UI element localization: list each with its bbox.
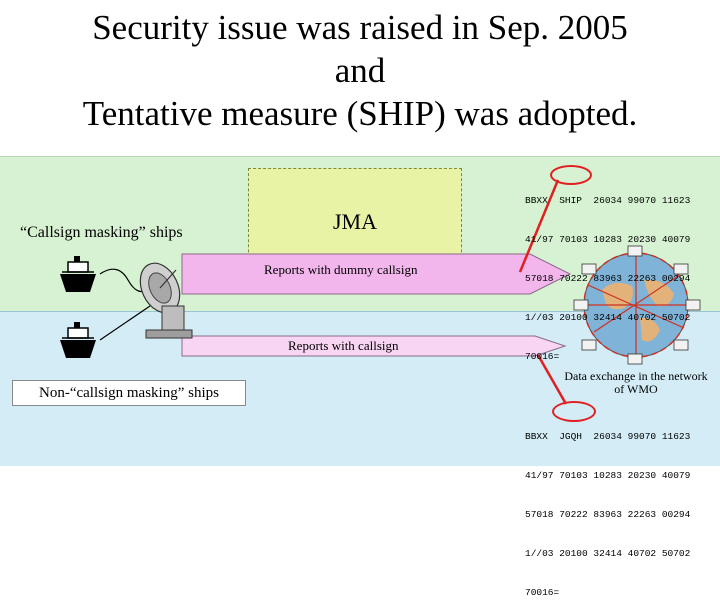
report-top-line: 41/97 70103 10283 20230 40079 — [525, 234, 691, 245]
highlight-line-bottom — [536, 354, 568, 405]
callsign-highlight-bottom — [552, 401, 596, 422]
signal-path-bottom — [99, 305, 151, 341]
ship-icon — [60, 322, 96, 358]
report-bottom-line: 41/97 70103 10283 20230 40079 — [525, 470, 691, 481]
report-top-line: BBXX SHIP 26034 99070 11623 — [525, 195, 691, 206]
report-top: BBXX SHIP 26034 99070 11623 41/97 70103 … — [522, 166, 712, 362]
dummy-callsign-arrow — [181, 253, 572, 295]
callsign-masking-ships-label: “Callsign masking” ships — [20, 224, 183, 241]
highlight-line-top — [518, 179, 560, 273]
reports-dummy-label: Reports with dummy callsign — [264, 262, 418, 277]
non-callsign-masking-ships-label: Non-“callsign masking” ships — [12, 380, 246, 406]
report-bottom-line: 70016= — [525, 587, 560, 598]
report-bottom: BBXX JGQH 26034 99070 11623 41/97 70103 … — [522, 402, 712, 598]
report-top-line: 1//03 20100 32414 40702 50702 — [525, 312, 691, 323]
satellite-dish-icon — [139, 262, 193, 339]
report-bottom-line: 57018 70222 83963 22263 00294 — [525, 509, 691, 520]
callsign-arrow — [181, 335, 567, 357]
diagram-graphics — [60, 179, 701, 405]
report-bottom-line: 1//03 20100 32414 40702 50702 — [525, 548, 691, 559]
wmo-exchange-label: Data exchange in the network of WMO — [564, 369, 708, 396]
report-bottom-line: BBXX JGQH 26034 99070 11623 — [525, 431, 691, 442]
ship-icon — [60, 256, 96, 292]
page-title: Security issue was raised in Sep. 2005 a… — [0, 6, 720, 135]
title-line-3: Tentative measure (SHIP) was adopted. — [82, 94, 638, 133]
callsign-highlight-top — [550, 165, 592, 185]
jma-label: JMA — [332, 209, 377, 234]
globe-network-icon — [573, 245, 701, 365]
reports-callsign-label: Reports with callsign — [288, 338, 399, 353]
title-line-2: and — [334, 51, 386, 90]
report-top-line: 70016= — [525, 351, 560, 362]
report-top-line: 57018 70222 83963 22263 00294 — [525, 273, 691, 284]
title-line-1: Security issue was raised in Sep. 2005 — [92, 8, 628, 47]
